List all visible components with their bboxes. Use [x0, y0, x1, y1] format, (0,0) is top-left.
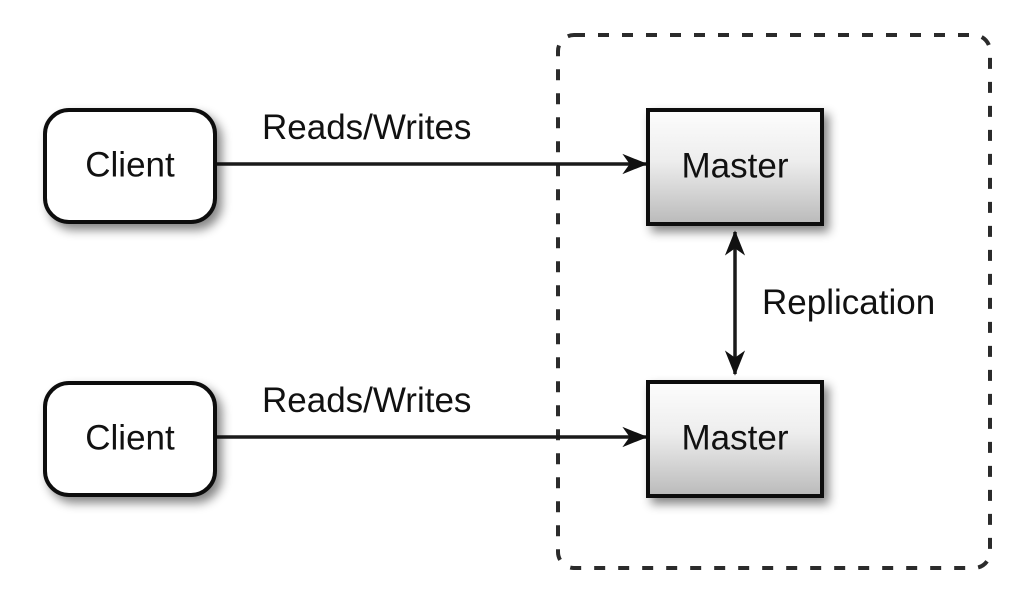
master-bottom-label: Master [682, 418, 789, 457]
node-client-top[interactable]: Client [43, 108, 217, 224]
node-client-bottom[interactable]: Client [43, 381, 217, 497]
client-top-label: Client [85, 145, 175, 184]
node-master-bottom[interactable]: Master [646, 380, 824, 498]
client-top-shape [43, 108, 217, 224]
edge-label-reads-writes-bottom: Reads/Writes [262, 381, 471, 420]
master-bottom-shape [646, 380, 824, 498]
client-bottom-shape [43, 381, 217, 497]
master-top-label: Master [682, 146, 789, 185]
master-top-shape [646, 108, 824, 226]
client-bottom-label: Client [85, 418, 175, 457]
edge-label-replication: Replication [762, 283, 935, 322]
edge-label-reads-writes-top: Reads/Writes [262, 108, 471, 147]
replication-cluster-boundary [556, 33, 992, 570]
node-master-top[interactable]: Master [646, 108, 824, 226]
